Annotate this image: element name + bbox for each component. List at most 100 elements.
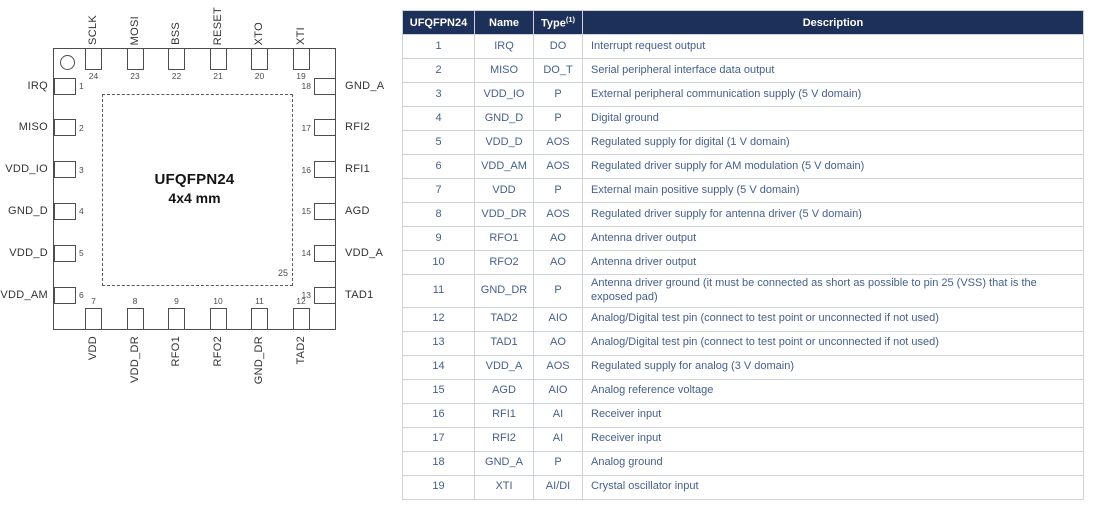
cell-type: P [533, 106, 583, 131]
pin-pad-9 [168, 308, 185, 330]
cell-desc: Analog ground [582, 450, 1084, 476]
cell-type: P [533, 274, 583, 308]
cell-name: MISO [474, 58, 534, 83]
pin-pad-6 [54, 286, 76, 304]
cell-pin: 19 [402, 474, 475, 500]
package-size: 4x4 mm [168, 190, 221, 206]
cell-pin: 7 [402, 178, 475, 203]
pin-number-19: 19 [296, 71, 306, 81]
pin-pad-3 [54, 161, 76, 179]
column-header-description: Description [582, 10, 1084, 35]
pin-label-rfo2: RFO2 [211, 336, 224, 367]
cell-pin: 3 [402, 82, 475, 107]
cell-type: P [533, 82, 583, 107]
pin-number-3: 3 [79, 164, 84, 175]
pin-number-13: 13 [301, 290, 311, 300]
cell-name: RFO2 [474, 250, 534, 275]
pin-label-rfi2: RFI2 [345, 121, 371, 134]
exposed-pad-number: 25 [277, 268, 288, 278]
cell-pin: 11 [402, 274, 475, 308]
pin-pad-2 [54, 119, 76, 137]
pin-label-vdd_dr: VDD_DR [128, 336, 141, 384]
pin-label-miso: MISO [18, 121, 48, 134]
pin-label-gnd_d: GND_D [7, 204, 48, 217]
pin-number-12: 12 [296, 296, 306, 306]
cell-type: AI [533, 426, 583, 452]
pin-label-reset: RESET [211, 6, 224, 45]
cell-type: AOS [533, 154, 583, 179]
cell-pin: 10 [402, 250, 475, 275]
pin-pad-12 [292, 308, 310, 330]
cell-pin: 4 [402, 106, 475, 131]
pin-label-mosi: MOSI [128, 15, 141, 45]
pin-pad-13 [314, 286, 336, 304]
cell-desc: Serial peripheral interface data output [582, 58, 1084, 83]
cell-desc: Regulated driver supply for AM modulatio… [582, 154, 1084, 179]
pin-pad-7 [85, 308, 102, 330]
column-header-ufqfpn24: UFQFPN24 [402, 10, 475, 35]
package-title: UFQFPN24 [154, 171, 235, 188]
pin-number-14: 14 [301, 248, 311, 259]
pin-pad-5 [54, 244, 76, 262]
cell-name: VDD_A [474, 354, 534, 380]
cell-type: AIO [533, 378, 583, 404]
pin-number-16: 16 [301, 164, 311, 175]
pin-pad-10 [209, 308, 227, 330]
pin-number-17: 17 [301, 122, 311, 133]
cell-desc: Receiver input [582, 402, 1084, 428]
cell-name: XTI [474, 474, 534, 500]
pin-pad-14 [314, 244, 336, 262]
cell-name: RFI2 [474, 426, 534, 452]
pin-pad-11 [251, 308, 268, 330]
pin-label-vdd: VDD [87, 336, 99, 361]
cell-name: VDD [474, 178, 534, 203]
pin1-indicator-circle-icon [60, 55, 75, 70]
cell-pin: 9 [402, 226, 475, 251]
cell-name: AGD [474, 378, 534, 404]
cell-name: GND_D [474, 106, 534, 131]
pin-number-20: 20 [254, 71, 265, 81]
pin-label-agd: AGD [345, 204, 370, 217]
cell-name: VDD_AM [474, 154, 534, 179]
pin-label-rfo1: RFO1 [170, 336, 182, 367]
pin-number-21: 21 [213, 71, 223, 81]
cell-desc: External main positive supply (5 V domai… [582, 178, 1084, 203]
cell-pin: 17 [402, 426, 475, 452]
cell-desc: Antenna driver output [582, 250, 1084, 275]
cell-name: RFI1 [474, 402, 534, 428]
cell-name: TAD1 [474, 330, 534, 356]
cell-desc: Analog reference voltage [582, 378, 1084, 404]
cell-pin: 2 [402, 58, 475, 83]
cell-desc: External peripheral communication supply… [582, 82, 1084, 107]
cell-name: IRQ [474, 34, 534, 59]
pin-number-8: 8 [132, 296, 138, 306]
pin-pad-15 [314, 202, 336, 220]
pin-label-irq: IRQ [27, 79, 48, 92]
pin-label-vdd_am: VDD_AM [0, 288, 48, 301]
pin-pad-17 [314, 119, 336, 137]
cell-name: RFO1 [474, 226, 534, 251]
cell-type: AIO [533, 306, 583, 332]
cell-desc: Antenna driver output [582, 226, 1084, 251]
pin-label-rfi1: RFI1 [345, 163, 371, 176]
cell-pin: 15 [402, 378, 475, 404]
pin-label-gnd_a: GND_A [345, 79, 385, 92]
pin-pad-19 [292, 48, 310, 70]
column-header-name: Name [474, 10, 534, 35]
cell-desc: Analog/Digital test pin (connect to test… [582, 330, 1084, 356]
pin-label-vdd_io: VDD_IO [5, 163, 48, 176]
